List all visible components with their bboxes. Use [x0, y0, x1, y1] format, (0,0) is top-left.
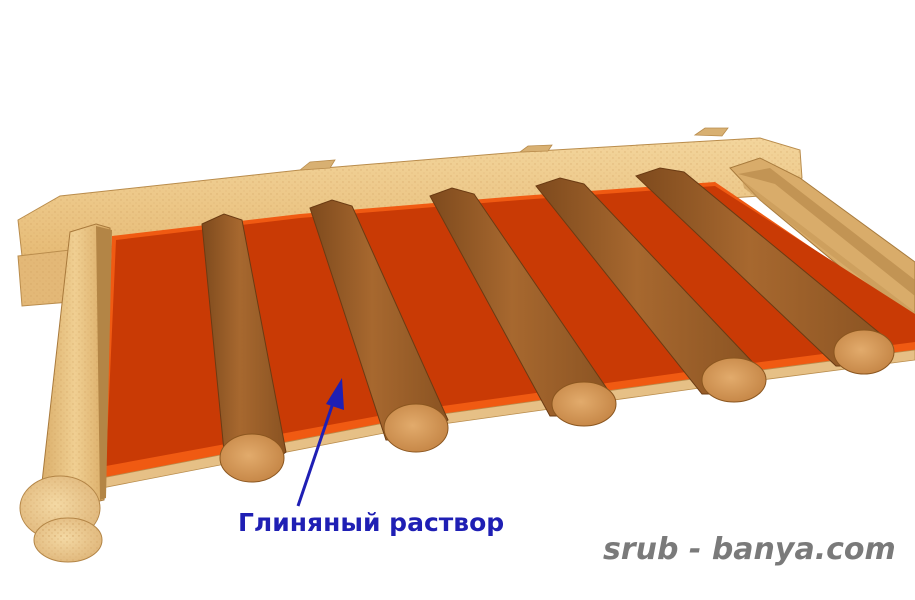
- joist-4: [535, 177, 767, 403]
- joist-3: [429, 187, 617, 427]
- callout-arrow: [296, 378, 344, 507]
- clay-mortar-label: Глиняный раствор: [238, 508, 505, 537]
- joist-5: [635, 167, 895, 375]
- floor-joists: [201, 167, 895, 483]
- site-watermark: srub - banya.com: [603, 532, 896, 567]
- joist-2: [309, 199, 449, 453]
- left-wall-log: [19, 223, 112, 563]
- joist-1: [201, 213, 287, 483]
